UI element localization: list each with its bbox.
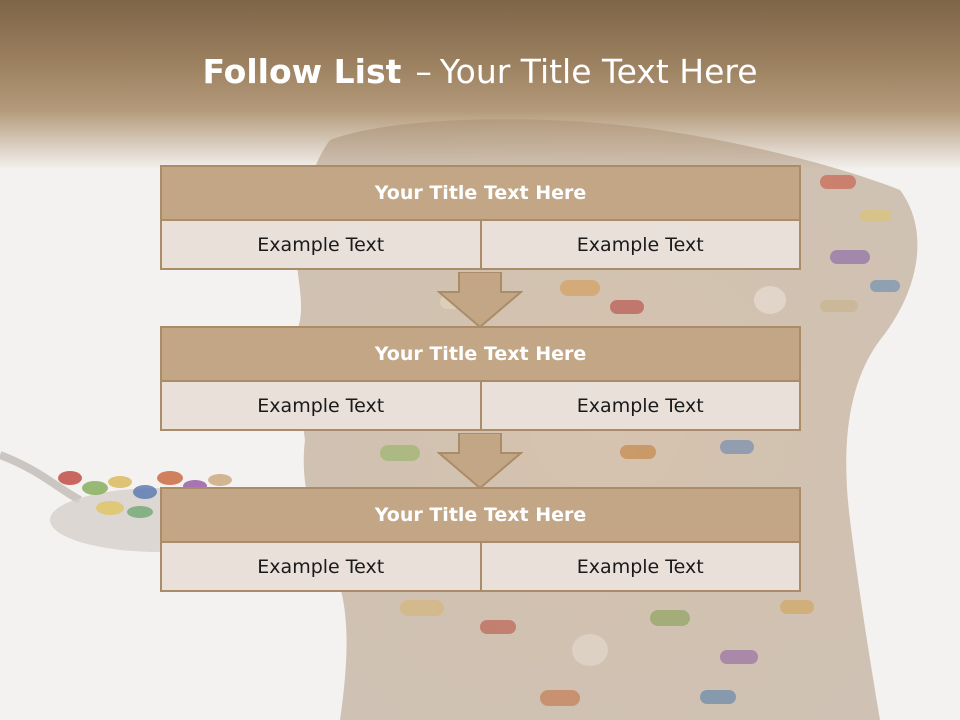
step-cell-right: Example Text	[479, 382, 799, 429]
step-cell-left: Example Text	[162, 543, 480, 590]
step-row: Example Text Example Text	[160, 382, 801, 431]
step-box-2: Your Title Text Here Example Text Exampl…	[160, 326, 801, 431]
step-cell-right: Example Text	[479, 221, 799, 268]
step-box-1: Your Title Text Here Example Text Exampl…	[160, 165, 801, 270]
slide-title: Follow List–Your Title Text Here	[0, 52, 960, 91]
slide-title-bold: Follow List	[202, 52, 402, 91]
step-title: Your Title Text Here	[160, 165, 801, 221]
step-cell-left: Example Text	[162, 221, 480, 268]
step-row: Example Text Example Text	[160, 221, 801, 270]
slide-title-dash: –	[415, 52, 432, 91]
step-cell-right: Example Text	[479, 543, 799, 590]
step-title: Your Title Text Here	[160, 487, 801, 543]
down-arrow-icon	[437, 433, 523, 489]
slide-title-rest: Your Title Text Here	[439, 52, 758, 91]
step-row: Example Text Example Text	[160, 543, 801, 592]
step-box-3: Your Title Text Here Example Text Exampl…	[160, 487, 801, 592]
step-title: Your Title Text Here	[160, 326, 801, 382]
step-cell-left: Example Text	[162, 382, 480, 429]
down-arrow-icon	[437, 272, 523, 328]
